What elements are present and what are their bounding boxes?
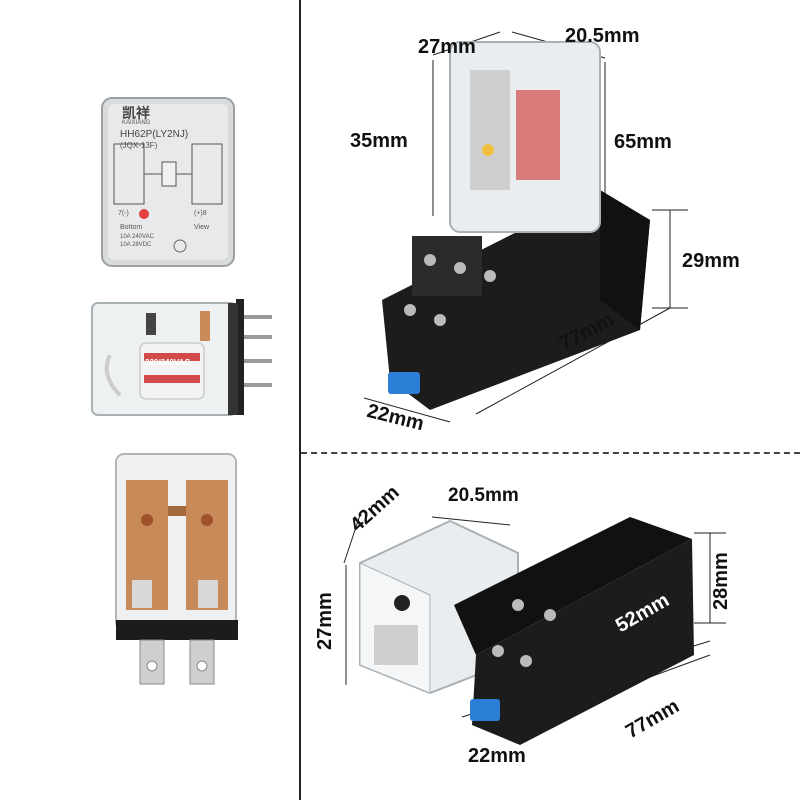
horizontal-divider — [301, 452, 800, 454]
dim-relay-height-35mm: 35mm — [350, 130, 408, 152]
relay-bottom: Bottom — [120, 224, 143, 231]
dim-depth-20-5mm: 20.5mm — [565, 25, 640, 47]
relay-coil-voltage: 220/240VAC — [145, 358, 191, 367]
dim-socket-height-28mm: 28mm — [710, 552, 732, 610]
relay-open-view — [115, 453, 238, 685]
relay-side-view — [91, 299, 272, 416]
dim-socket-height-29mm: 29mm — [682, 250, 740, 272]
relay-rating2: 10A 28VDC — [120, 242, 152, 248]
relay-view: View — [194, 224, 210, 231]
dim-socket-width-22mm-bottom: 22mm — [468, 745, 526, 767]
dim-relay-height-27mm: 27mm — [314, 592, 336, 650]
dim-width-27mm: 27mm — [418, 36, 476, 58]
vertical-divider — [299, 0, 301, 800]
relay-pin8: (+)8 — [194, 210, 207, 217]
relay-type: (JQX-13F) — [120, 141, 158, 150]
relay-front-view — [101, 97, 235, 267]
dim-relay-width-20-5mm: 20.5mm — [448, 485, 519, 506]
relay-brand: 凯祥 — [122, 106, 150, 122]
relay-rating1: 10A 240VAC — [120, 234, 154, 240]
relay-brand-latin: KAIXIANG — [122, 120, 151, 126]
top-relay-socket-image — [363, 31, 688, 423]
dim-total-height-65mm: 65mm — [614, 131, 672, 153]
bottom-relay-socket-image — [343, 514, 726, 745]
relay-pin7: 7(-) — [118, 210, 129, 217]
relay-model: HH62P(LY2NJ) — [120, 129, 189, 140]
